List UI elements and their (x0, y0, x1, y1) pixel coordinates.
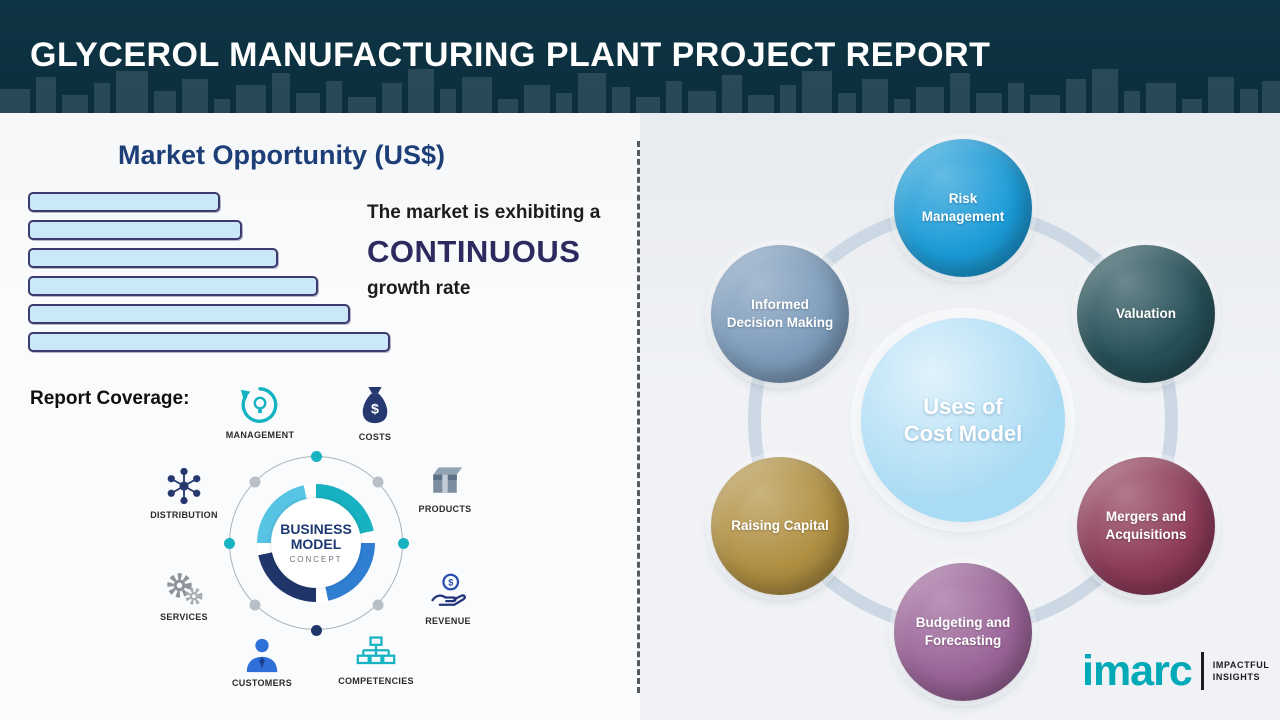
node-valuation: Valuation (1077, 245, 1215, 383)
coverage-item-customers: CUSTOMERS (214, 636, 310, 688)
circle-dot (369, 596, 386, 613)
box-icon (433, 467, 463, 493)
growth-statement-line1: The market is exhibiting a (367, 202, 601, 223)
cost-model-center-line1: Uses of (923, 393, 1003, 419)
person-icon (246, 638, 278, 673)
node-mergers-acquisitions: Mergers and Acquisitions (1077, 457, 1215, 595)
left-panel (0, 113, 640, 720)
circle-dot (223, 537, 235, 549)
coverage-item-label: DISTRIBUTION (150, 510, 218, 520)
market-bar (28, 276, 318, 296)
node-label: Risk Management (921, 191, 1005, 224)
coverage-item-label: COSTS (358, 432, 392, 442)
business-model-center: BUSINESS MODEL CONCEPT (271, 498, 361, 588)
market-bar (28, 192, 220, 212)
business-model-outer-circle (223, 450, 409, 636)
coverage-item-distribution: DISTRIBUTION (134, 466, 234, 520)
logo-tagline-line2: INSIGHTS (1212, 672, 1261, 683)
coverage-item-label: MANAGEMENT (225, 430, 295, 440)
coverage-item-label: COMPETENCIES (338, 676, 414, 686)
coverage-item-costs: $ COSTS (332, 384, 418, 442)
node-risk-management: Risk Management (894, 139, 1032, 277)
node-label: Valuation (1115, 306, 1176, 322)
node-informed-decision-making: Informed Decision Making (711, 245, 849, 383)
market-bar-chart (28, 192, 390, 360)
growth-statement-highlight: CONTINUOUS (367, 234, 581, 269)
coverage-item-competencies: COMPETENCIES (326, 634, 426, 686)
svg-text:$: $ (448, 578, 453, 588)
growth-statement: The market is exhibiting a CONTINUOUS gr… (367, 202, 629, 300)
money-bag-icon: $ (362, 387, 388, 424)
node-label: Budgeting and Forecasting (915, 615, 1011, 648)
circle-dot (397, 537, 409, 549)
page-title: GLYCEROL MANUFACTURING PLANT PROJECT REP… (30, 36, 991, 74)
svg-text:$: $ (371, 402, 379, 418)
imarc-logo: imarc IMPACTFUL INSIGHTS (1082, 647, 1270, 695)
market-opportunity-title: Market Opportunity (US$) (118, 140, 446, 170)
circle-dot (246, 596, 263, 613)
market-bar (28, 304, 351, 324)
node-label: Raising Capital (731, 518, 829, 534)
coverage-item-management: MANAGEMENT (212, 384, 308, 440)
gears-icon (167, 573, 203, 605)
logo-tagline-line1: IMPACTFUL (1212, 660, 1270, 671)
city-skyline-graphic (0, 69, 1280, 113)
circle-dot (310, 450, 322, 462)
management-cycle-icon (240, 387, 278, 423)
business-model-title-line3: CONCEPT (289, 555, 343, 565)
node-budgeting-forecasting: Budgeting and Forecasting (894, 563, 1032, 701)
circle-dot (310, 624, 322, 636)
coverage-item-revenue: $ REVENUE (402, 572, 494, 626)
circle-dot (369, 473, 386, 490)
imarc-brand-text: imarc (1082, 647, 1193, 695)
sitemap-icon (356, 636, 396, 665)
node-label: Informed Decision Making (726, 297, 834, 330)
coverage-item-products: PRODUCTS (398, 462, 492, 514)
coverage-item-services: SERVICES (136, 570, 232, 622)
market-bar (28, 220, 242, 240)
business-model-diagram: BUSINESS MODEL CONCEPT (223, 450, 409, 636)
cost-model-center-line2: Cost Model (903, 421, 1023, 446)
logo-divider (1200, 652, 1204, 691)
header-banner: GLYCEROL MANUFACTURING PLANT PROJECT REP… (0, 0, 1280, 113)
cost-model-center: Uses of Cost Model (861, 318, 1065, 522)
market-bar (28, 332, 390, 352)
vertical-dashed-divider (637, 141, 640, 693)
business-model-title-line2: MODEL (290, 536, 342, 552)
node-raising-capital: Raising Capital (711, 457, 849, 595)
coverage-item-label: CUSTOMERS (231, 678, 293, 688)
network-icon (167, 467, 201, 505)
coverage-item-label: PRODUCTS (418, 504, 472, 514)
node-label: Mergers and Acquisitions (1105, 509, 1187, 542)
coverage-item-label: SERVICES (160, 612, 208, 622)
circle-dot (246, 473, 263, 490)
coverage-item-label: REVENUE (425, 616, 471, 626)
business-model-title-line1: BUSINESS (280, 520, 352, 537)
report-coverage-label: Report Coverage: (30, 388, 190, 409)
growth-statement-line2: growth rate (367, 278, 471, 299)
market-bar (28, 248, 278, 268)
logo-tagline: IMPACTFUL INSIGHTS (1213, 659, 1270, 683)
hand-coin-icon: $ (431, 573, 466, 606)
